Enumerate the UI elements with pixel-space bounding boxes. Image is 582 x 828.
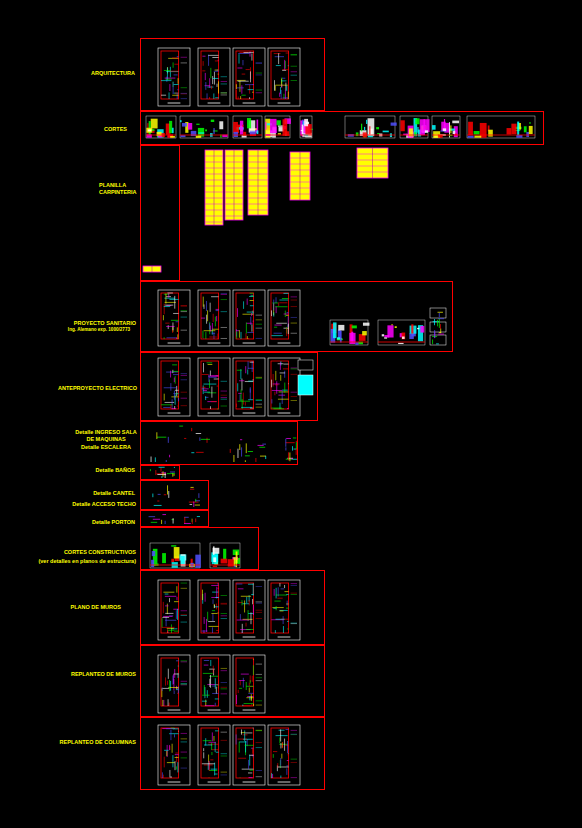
sheet-title: PLANILLA CARPINTERIA bbox=[99, 182, 145, 195]
plan-sheet bbox=[158, 358, 190, 416]
legend-box bbox=[430, 308, 446, 318]
sheet-frame: CORTES bbox=[140, 111, 544, 145]
plan-sheet bbox=[198, 48, 230, 106]
sheet-title: Ing. Alemano exp. 1000/2773 bbox=[68, 327, 130, 333]
plan-sheet bbox=[268, 290, 300, 346]
sheet-title: Detalle PORTON bbox=[92, 519, 135, 526]
sheet-frame: REPLANTEO DE COLUMNAS bbox=[140, 717, 325, 790]
legend-box bbox=[298, 360, 313, 370]
sheet-frame: PROYECTO SANITARIOIng. Alemano exp. 1000… bbox=[140, 281, 453, 352]
plan-sheet bbox=[158, 725, 190, 785]
sheet-frame: PLANILLA CARPINTERIA bbox=[140, 145, 180, 281]
sheet-title: Detalle ACCESO TECHO bbox=[72, 501, 136, 508]
sheet-title: CORTES CONSTRUCTIVOS bbox=[64, 549, 136, 556]
sheet-title: Detalle INGRESO SALA DE MAQUINAS bbox=[73, 429, 139, 442]
plan-sheet bbox=[198, 290, 230, 346]
carpentry-table bbox=[143, 266, 161, 272]
plan-sheet bbox=[233, 580, 265, 640]
sheet-frame: Detalle CANTELDetalle ACCESO TECHO bbox=[140, 480, 209, 510]
detail-drawing bbox=[151, 426, 210, 462]
detail-drawing bbox=[286, 438, 297, 461]
detail-drawing bbox=[230, 440, 266, 462]
detail-drawing bbox=[153, 485, 200, 507]
plan-sheet bbox=[233, 358, 265, 416]
sheet-title: CORTES bbox=[104, 126, 127, 133]
section-drawing bbox=[180, 116, 228, 138]
sheet-frame: Detalle INGRESO SALA DE MAQUINASDetalle … bbox=[140, 421, 298, 465]
plan-sheet bbox=[198, 725, 230, 785]
section-drawing bbox=[300, 116, 313, 138]
sheet-title: PLANO DE MUROS bbox=[71, 604, 121, 611]
plan-sheet bbox=[198, 655, 230, 713]
legend-box bbox=[430, 322, 446, 332]
plan-sheet bbox=[158, 48, 190, 106]
plan-sheet bbox=[198, 358, 230, 416]
plan-sheet bbox=[158, 655, 190, 713]
sheet-title: Detalle ESCALERA bbox=[73, 444, 139, 451]
section-drawing bbox=[400, 116, 430, 138]
section-drawing bbox=[233, 116, 262, 138]
plan-sheet bbox=[158, 580, 190, 640]
sheet-frame: ANTEPROYECTO ELECTRICO bbox=[140, 352, 318, 421]
section-drawing bbox=[330, 320, 369, 345]
sheet-title: PROYECTO SANITARIO bbox=[74, 320, 136, 327]
section-drawing bbox=[265, 116, 291, 138]
legend-box bbox=[298, 375, 313, 395]
section-drawing bbox=[146, 116, 176, 138]
detail-drawing bbox=[432, 312, 444, 344]
carpentry-table bbox=[290, 152, 310, 200]
sheet-frame: Detalle PORTON bbox=[140, 510, 209, 527]
sheet-frame: REPLANTEO DE MUROS bbox=[140, 645, 325, 717]
sheet-title: ANTEPROYECTO ELECTRICO bbox=[58, 385, 137, 392]
sheet-title: Detalle CANTEL bbox=[93, 490, 135, 497]
carpentry-table bbox=[225, 150, 243, 220]
sheet-frame: ARQUITECTURA bbox=[140, 38, 325, 111]
section-drawing bbox=[150, 543, 201, 568]
plan-sheet bbox=[268, 48, 300, 106]
section-drawing bbox=[378, 320, 425, 345]
plan-sheet bbox=[268, 725, 300, 785]
section-drawing bbox=[467, 116, 535, 138]
section-drawing bbox=[432, 116, 460, 138]
sheet-frame: Detalle BAÑOS bbox=[140, 465, 180, 480]
carpentry-table bbox=[205, 150, 223, 225]
sheet-frame: CORTES CONSTRUCTIVOS(ver detalles en pla… bbox=[140, 527, 259, 570]
plan-sheet bbox=[268, 358, 300, 416]
sheet-title: (ver detalles en planos de estructura) bbox=[38, 558, 136, 565]
plan-sheet bbox=[233, 725, 265, 785]
carpentry-table bbox=[357, 148, 388, 178]
plan-sheet bbox=[233, 290, 265, 346]
legend-box bbox=[430, 335, 446, 345]
sheet-title: ARQUITECTURA bbox=[91, 70, 135, 77]
carpentry-table bbox=[248, 150, 268, 215]
plan-sheet bbox=[233, 48, 265, 106]
section-drawing bbox=[210, 543, 240, 568]
detail-drawing bbox=[150, 467, 175, 478]
plan-sheet bbox=[233, 655, 265, 713]
plan-sheet bbox=[268, 580, 300, 640]
plan-sheet bbox=[198, 580, 230, 640]
sheet-title: Detalle BAÑOS bbox=[96, 467, 135, 474]
detail-drawing bbox=[149, 515, 200, 524]
sheet-frame: PLANO DE MUROS bbox=[140, 570, 325, 645]
sheet-title: REPLANTEO DE COLUMNAS bbox=[60, 739, 136, 746]
section-drawing bbox=[345, 116, 397, 138]
sheet-title: REPLANTEO DE MUROS bbox=[71, 671, 136, 678]
plan-sheet bbox=[158, 290, 190, 346]
